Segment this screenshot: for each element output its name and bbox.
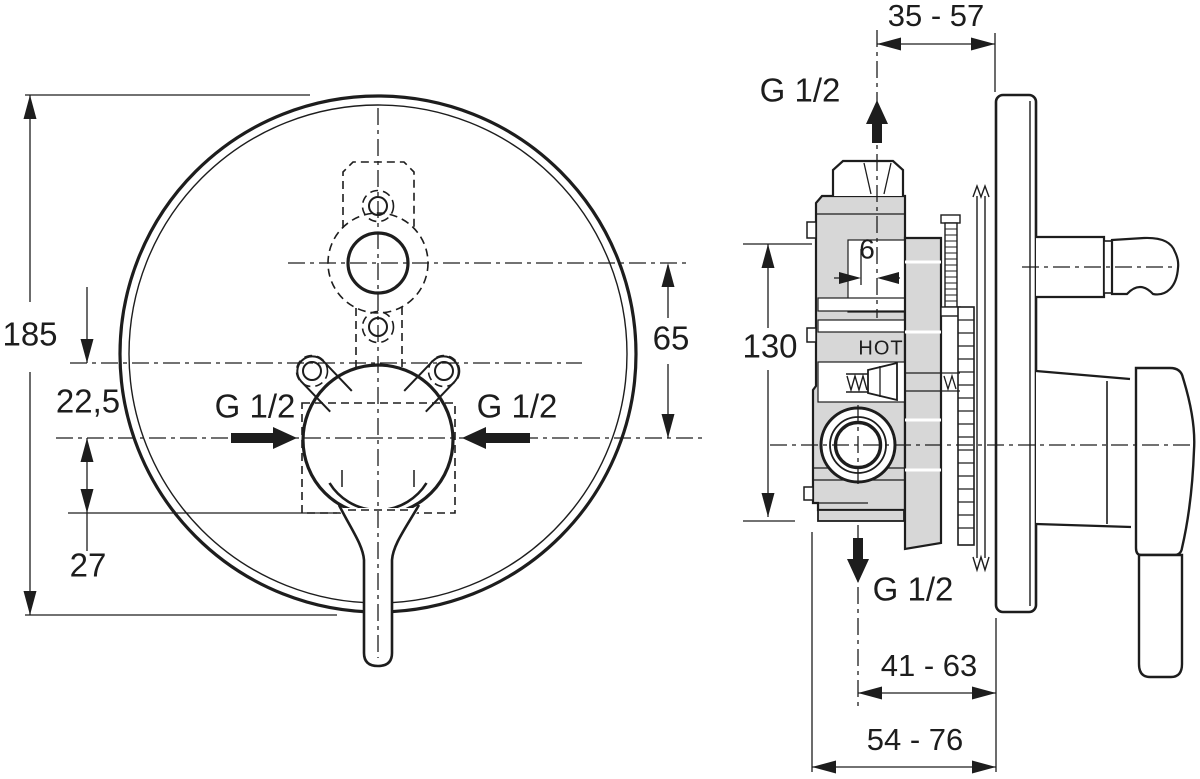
dim-label-22-5: 22,5: [56, 383, 120, 420]
dim-6: 6: [834, 233, 900, 285]
cartridge-thread-collar: [940, 214, 961, 317]
wall-lines: [972, 183, 990, 573]
dim-27: 27: [70, 460, 107, 584]
front-view: 185 22,5 27 65 G 1/2 G 1/2: [2, 94, 702, 668]
trim-plate-side: [994, 93, 1038, 614]
inlet-left-arrow-icon: [231, 427, 297, 449]
side-view: 35 - 57 G 1/2 6 130 HOT G: [742, 0, 1196, 774]
inlet-right: G 1/2: [462, 388, 557, 449]
handle-lever-side: [1134, 366, 1196, 679]
dim-65: 65: [653, 263, 690, 438]
mounting-tab-left: [295, 354, 353, 413]
dim-54-76: 54 - 76: [811, 532, 996, 774]
mounting-ratchet-ring: [957, 306, 975, 546]
inlet-bottom: G 1/2: [847, 538, 953, 608]
mounting-tab-right: [403, 354, 461, 413]
dim-41-63: 41 - 63: [858, 618, 997, 772]
dim-label-130: 130: [742, 328, 797, 365]
dim-label-185: 185: [2, 316, 57, 353]
inlet-left-label: G 1/2: [215, 388, 296, 425]
outlet-top-arrow-icon: [866, 100, 888, 143]
outlet-top: G 1/2: [760, 72, 888, 143]
dim-130: 130: [742, 243, 812, 522]
inlet-right-label: G 1/2: [477, 388, 558, 425]
inlet-bottom-arrow-icon: [847, 538, 869, 583]
dim-label-54-76: 54 - 76: [867, 722, 964, 757]
inlet-right-arrow-icon: [462, 427, 530, 449]
dim-label-6: 6: [859, 233, 875, 264]
hot-label: HOT: [858, 337, 903, 359]
dim-35-57: 35 - 57: [877, 0, 996, 92]
dim-22-5: 22,5: [56, 287, 120, 462]
dim-185: 185: [2, 95, 58, 615]
inlet-bottom-label: G 1/2: [873, 571, 954, 608]
adjustment-screw: [846, 361, 960, 402]
dim-label-41-63: 41 - 63: [881, 648, 978, 683]
handle-lever-stem: [337, 504, 421, 668]
outlet-top-label: G 1/2: [760, 72, 841, 109]
dim-label-35-57: 35 - 57: [888, 0, 985, 33]
plaster-guard: [903, 236, 943, 551]
dim-label-65: 65: [653, 320, 690, 357]
top-outlet-stub: [831, 159, 905, 196]
handle-hub: [1035, 369, 1132, 529]
dim-label-27: 27: [70, 547, 107, 584]
inlet-left: G 1/2: [215, 388, 297, 449]
